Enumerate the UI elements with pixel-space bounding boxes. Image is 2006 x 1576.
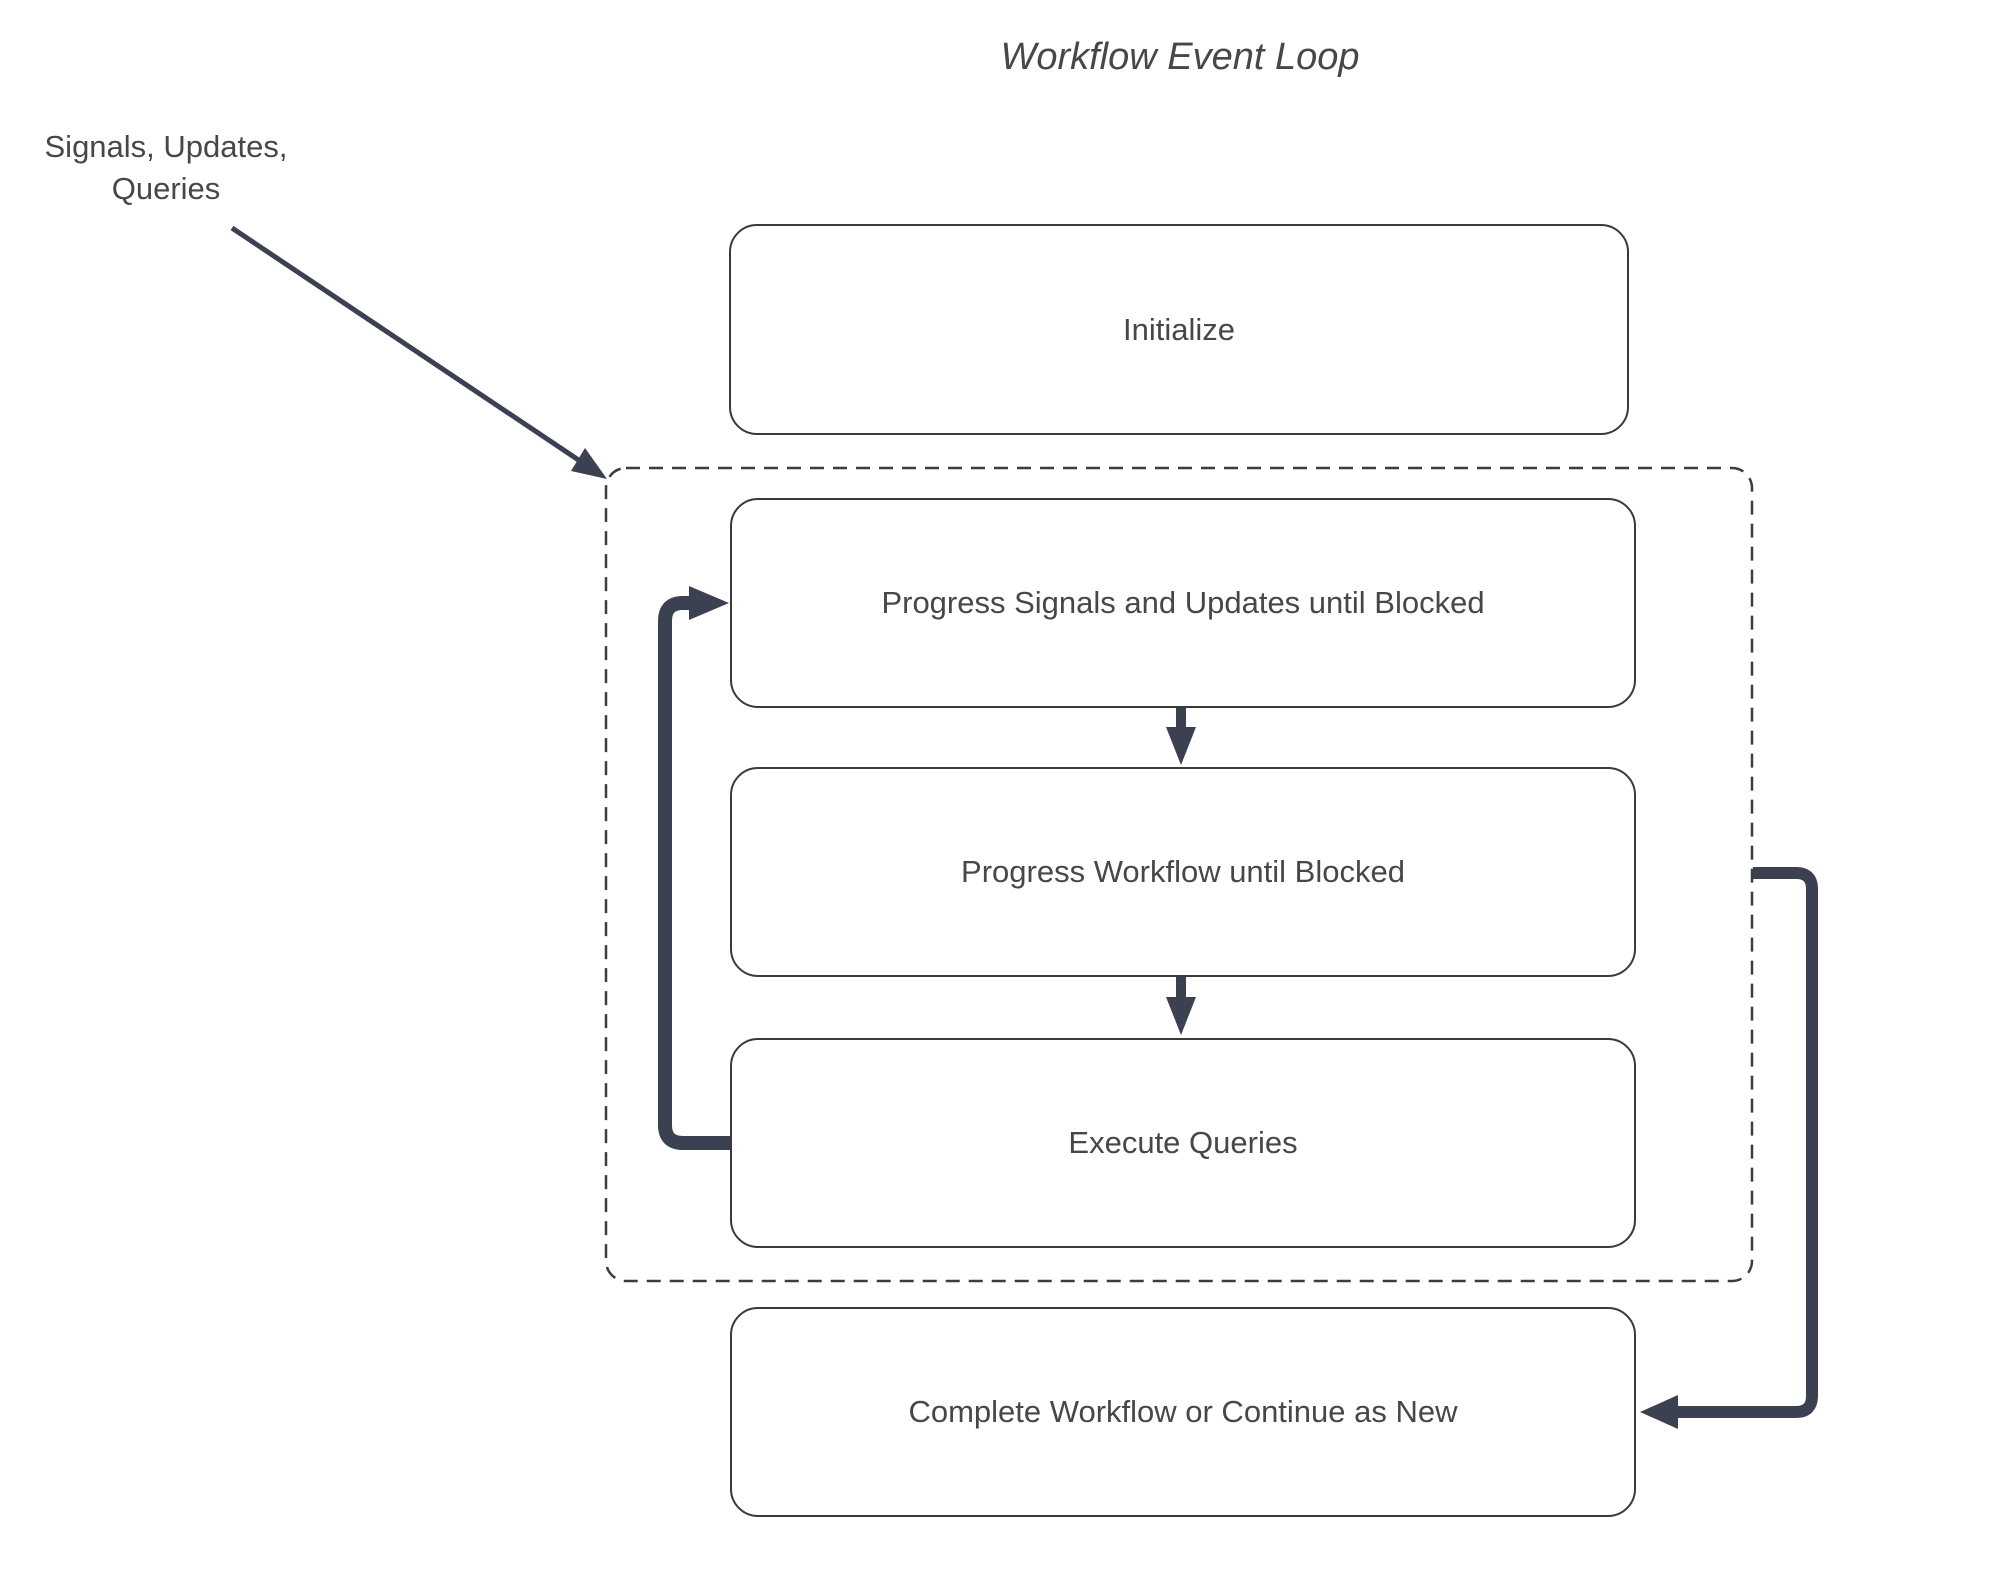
- loop-back-arrow-icon: [658, 586, 730, 1150]
- down-arrow-icon: [1166, 977, 1196, 1035]
- down-arrow-icon: [1166, 708, 1196, 765]
- input-arrow-icon: [230, 225, 607, 479]
- exit-arrow-icon: [1640, 867, 1818, 1429]
- node-progress-signals: Progress Signals and Updates until Block…: [730, 498, 1636, 708]
- node-label: Complete Workflow or Continue as New: [908, 1394, 1458, 1429]
- node-label: Execute Queries: [1068, 1125, 1298, 1160]
- node-label: Progress Signals and Updates until Block…: [881, 585, 1485, 620]
- node-label: Progress Workflow until Blocked: [961, 854, 1405, 889]
- input-source-label: Signals, Updates, Queries: [44, 129, 288, 206]
- node-complete: Complete Workflow or Continue as New: [730, 1307, 1636, 1517]
- node-label: Initialize: [1123, 311, 1235, 347]
- node-progress-workflow: Progress Workflow until Blocked: [730, 767, 1636, 977]
- diagram-title: Workflow Event Loop: [1000, 36, 1360, 78]
- node-initialize: Initialize: [729, 224, 1629, 435]
- node-execute-queries: Execute Queries: [730, 1038, 1636, 1248]
